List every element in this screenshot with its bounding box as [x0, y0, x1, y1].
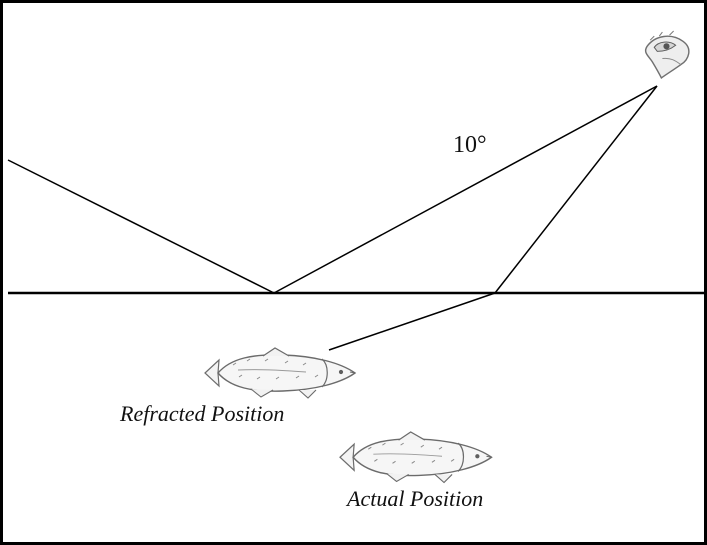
angle-label: 10°	[453, 132, 487, 158]
sight-line-underwater	[328, 292, 496, 351]
sight-line-to-surface	[494, 85, 658, 294]
reflected-ray-to-eye	[273, 85, 658, 294]
actual-position-label: Actual Position	[347, 486, 484, 511]
refracted-position-label: Refracted Position	[120, 401, 285, 426]
incident-ray-left	[7, 159, 275, 294]
eye-icon	[644, 30, 690, 80]
